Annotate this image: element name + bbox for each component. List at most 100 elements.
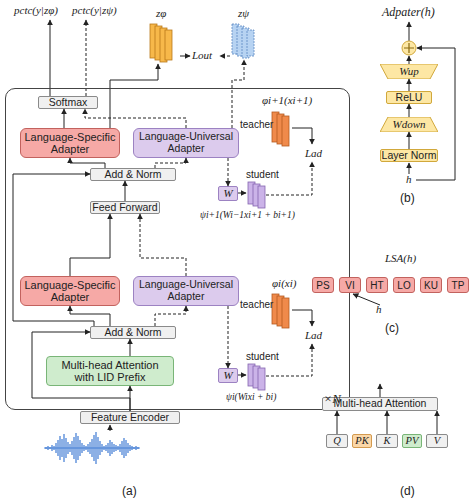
text-label: student (246, 352, 279, 362)
node-label: PV (406, 435, 419, 447)
audio-waveform (44, 432, 140, 464)
node-label: W (223, 369, 232, 381)
node-label: Multi-head Attention with LID Prefix (55, 359, 165, 383)
lsa-adapter-box: Language-Specific Adapter (20, 276, 120, 306)
node-label: Language-Specific Adapter (23, 131, 117, 155)
node-label: Add & Norm (104, 169, 161, 181)
flow-arrow (70, 214, 110, 276)
math-label: φi(xi) (272, 278, 296, 289)
math-label: h (406, 174, 412, 185)
text-label: student (246, 170, 279, 180)
flow-arrow (409, 104, 410, 117)
node-label: Wdown (393, 118, 426, 130)
math-label: zψ (238, 8, 249, 19)
relu-box: ReLU (386, 91, 432, 104)
add-norm-box: Add & Norm (90, 168, 176, 181)
flow-arrow (130, 386, 131, 411)
z-phi-bars (150, 24, 172, 62)
node-label: LO (397, 280, 410, 291)
attention-box: Multi-head Attention with LID Prefix (46, 356, 174, 386)
language-box: VI (339, 277, 361, 293)
leader-lines (50, 20, 455, 431)
key-box: K (376, 434, 398, 448)
flow-arrow (130, 339, 131, 356)
math-label: ψi(Wixi + bi) (226, 393, 276, 403)
flow-arrow (125, 181, 126, 201)
sum-node (402, 41, 416, 55)
node-label: PS (316, 280, 329, 291)
flow-arrow (64, 109, 65, 128)
attention-box: Multi-head Attention (322, 397, 438, 411)
prefix-box: PV (402, 434, 422, 448)
node-label: Softmax (49, 97, 88, 109)
math-label: Adpater(h) (382, 6, 435, 18)
text-label: teacher (240, 300, 273, 310)
math-label: Lad (305, 148, 322, 159)
node-label: Language-Specific Adapter (23, 279, 117, 303)
math-label: Lout (192, 50, 212, 61)
up-projection: Wup (380, 64, 438, 79)
flow-arrow (437, 411, 438, 434)
flow-arrow (140, 214, 186, 276)
query-box: Q (326, 434, 348, 448)
text-label: (a) (122, 485, 137, 497)
flow-arrow (70, 306, 110, 326)
math-label: pctc(y|zψ) (72, 5, 117, 16)
trapezoid-shape (380, 117, 438, 132)
layer-norm-box: Layer Norm (380, 149, 438, 162)
text-label: (d) (400, 485, 415, 497)
flow-arrow (409, 79, 410, 91)
language-box: KU (420, 277, 442, 293)
flow-arrow (155, 306, 186, 326)
node-label: W (223, 187, 232, 199)
feed-forward-box: Feed Forward (90, 201, 160, 214)
text-label: teacher (240, 120, 273, 130)
node-label: Feed Forward (92, 202, 157, 214)
flow-arrow (85, 109, 186, 128)
node-label: Language-Universal Adapter (136, 131, 236, 154)
node-label: Feature Encoder (91, 412, 169, 424)
flow-arrow (337, 411, 338, 434)
node-label: HT (370, 280, 383, 291)
down-projection: Wdown (380, 117, 438, 132)
node-label: PK (355, 435, 368, 447)
node-label: V (434, 435, 440, 447)
math-label: φi+1(xi+1) (262, 95, 312, 106)
add-norm-box: Add & Norm (90, 326, 176, 339)
flow-arrow (387, 411, 388, 434)
flow-arrow (228, 158, 229, 186)
trapezoid-shape (380, 64, 438, 79)
node-label: ReLU (396, 92, 423, 104)
text-label: (c) (385, 322, 399, 334)
node-label: KU (424, 280, 438, 291)
projection-box: W (218, 186, 238, 201)
lsa-adapter-box: Language-Specific Adapter (20, 128, 120, 158)
feature-encoder-box: Feature Encoder (80, 411, 180, 424)
math-label: zφ (156, 8, 166, 19)
language-box: TP (447, 277, 469, 293)
math-label: Lad (305, 330, 322, 341)
math-label: LSA(h) (385, 253, 416, 264)
node-label: Wup (399, 65, 419, 77)
node-label: Multi-head Attention (334, 398, 427, 410)
math-label: pctc(y|zφ) (14, 5, 58, 16)
z-psi-bars (232, 24, 254, 58)
flow-arrow (155, 158, 186, 168)
prefix-box: PK (352, 434, 372, 448)
math-label: ψi+1(Wi−1xi+1 + bi+1) (200, 211, 295, 221)
node-label: K (383, 435, 390, 447)
flow-arrow (409, 132, 410, 149)
projection-box: W (218, 368, 238, 383)
node-label: Language-Universal Adapter (136, 279, 236, 302)
math-label: h (376, 304, 382, 315)
lua-adapter-box: Language-Universal Adapter (133, 276, 239, 306)
lua-adapter-box: Language-Universal Adapter (133, 128, 239, 158)
softmax-box: Softmax (38, 96, 98, 109)
language-box: HT (366, 277, 388, 293)
language-box: LO (393, 277, 415, 293)
language-box: PS (312, 277, 334, 293)
node-label: Add & Norm (104, 327, 161, 339)
text-label: (b) (400, 192, 415, 204)
encoder-block-frame: ×NSoftmaxLanguage-Specific AdapterLangua… (5, 88, 350, 410)
